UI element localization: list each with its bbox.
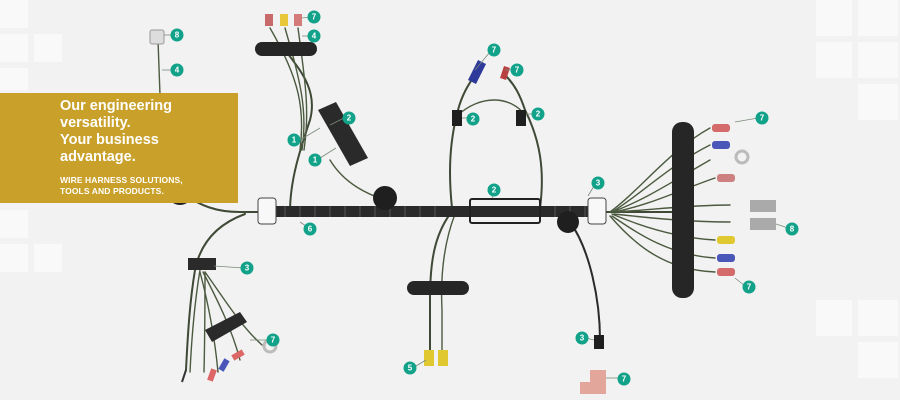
banner-headline: Our engineering versatility. Your busine… [60,98,238,166]
banner-headline-line2: Your business advantage. [60,132,159,165]
diagonal-bracket [318,102,368,166]
yellow-terminal-2 [438,350,448,366]
top-terminal-pink [294,14,302,26]
callout-c12: 7 [487,43,501,57]
svg-text:7: 7 [492,46,497,55]
svg-text:8: 8 [175,31,180,40]
callout-c23: 7 [742,280,756,294]
svg-text:2: 2 [471,115,476,124]
right-round-grommet [557,211,579,233]
svg-text:7: 7 [515,66,520,75]
callout-c6: 1 [287,133,301,147]
lower-bar-grommet [407,281,469,295]
svg-text:2: 2 [536,110,541,119]
callout-c19: 7 [617,372,631,386]
callout-c1: 8 [170,28,184,42]
promo-banner: Our engineering versatility. Your busine… [0,93,238,203]
background-tiles [0,0,898,378]
callout-c22: 8 [785,222,799,236]
callout-c11: 7 [266,333,280,347]
callout-c21: 7 [755,111,769,125]
svg-text:5: 5 [408,364,413,373]
callout-c17: 5 [403,361,417,375]
callout-c16: 2 [487,183,501,197]
pink-plug [580,370,606,394]
callout-c5: 2 [342,111,356,125]
left-lug-terminal [149,29,165,45]
right-bar-connector [672,122,694,298]
top-terminal-yellow [280,14,288,26]
callout-c9: 6 [303,222,317,236]
callout-c18: 3 [575,331,589,345]
svg-text:7: 7 [622,375,627,384]
banner-subtitle-line1: WIRE HARNESS SOLUTIONS, [60,175,183,185]
banner-subtitle-line2: TOOLS AND PRODUCTS. [60,186,164,196]
svg-text:1: 1 [292,136,297,145]
callout-c3: 7 [307,10,321,24]
svg-text:2: 2 [492,186,497,195]
callout-c15: 2 [531,107,545,121]
left-lower-clip [205,312,247,342]
svg-text:3: 3 [596,179,601,188]
left-trunk-clip [257,197,277,225]
top-bar-grommet [255,42,317,56]
yellow-terminal-1 [424,350,434,366]
svg-text:3: 3 [580,334,585,343]
callout-c14: 2 [466,112,480,126]
banner-headline-line1: Our engineering versatility. [60,98,172,131]
svg-text:4: 4 [312,32,317,41]
right-trunk-clip [587,197,607,225]
callout-c2: 4 [170,63,184,77]
terminals [149,14,776,394]
svg-text:2: 2 [347,114,352,123]
callout-c13: 7 [510,63,524,77]
svg-text:7: 7 [747,283,752,292]
svg-text:7: 7 [271,336,276,345]
callout-c4: 4 [307,29,321,43]
top-terminal-red [265,14,273,26]
svg-text:7: 7 [760,114,765,123]
svg-text:6: 6 [308,225,313,234]
blue-terminal [468,60,486,84]
callout-c7: 1 [308,153,322,167]
trunk-clamp [469,198,541,224]
left-bracket [188,258,216,270]
svg-text:7: 7 [312,13,317,22]
mid-round-grommet [373,186,397,210]
components [167,42,694,349]
svg-text:8: 8 [790,225,795,234]
callout-c20: 3 [591,176,605,190]
svg-text:1: 1 [313,156,318,165]
red-terminal [500,66,510,80]
callout-c10: 3 [240,261,254,275]
banner-subtitle: WIRE HARNESS SOLUTIONS, TOOLS AND PRODUC… [60,175,238,197]
svg-text:3: 3 [245,264,250,273]
svg-text:4: 4 [175,66,180,75]
